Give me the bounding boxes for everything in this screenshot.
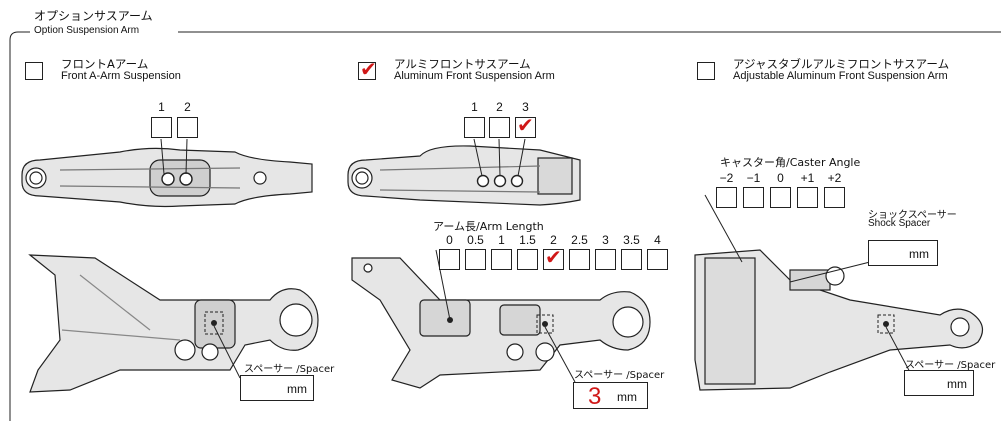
caster-box-p2[interactable] [824,187,845,208]
arm-length-box-0[interactable] [439,249,460,270]
caster-box-0[interactable] [770,187,791,208]
arm-length-value-0: 0 [446,233,453,247]
arm1-spacer-leader [213,325,241,379]
arm-length-value-4: 4 [654,233,661,247]
arm2-leader-2 [498,138,501,177]
option-adjustable-arm-checkbox[interactable] [697,62,715,80]
option-adjustable-arm-en: Adjustable Aluminum Front Suspension Arm [733,70,948,82]
option-front-a-arm-jp: フロントAアーム [61,57,149,71]
option-aluminum-arm-check-icon: ✔ [360,57,377,81]
arm2-hole-3 [510,174,524,188]
arm2-hole-1 [476,174,490,188]
shock-spacer-input-box[interactable]: mm [868,240,938,266]
section-title-jp: オプションサスアーム [34,9,153,23]
spacer-2-label: スペーサー /Spacer [574,370,665,381]
arm2-length-leader [435,249,451,321]
spacer-1-input-box[interactable]: mm [240,375,314,401]
spacer-3-label: スペーサー /Spacer [905,360,996,371]
caster-value-p1: +1 [800,171,815,185]
option-aluminum-arm-checkbox[interactable]: ✔ [358,57,377,81]
arm-length-box-2[interactable]: ✔ [543,245,564,270]
arm1-hole-1 [161,172,175,186]
arm2-hole-2 [493,174,507,188]
arm-length-value-0.5: 0.5 [467,233,484,247]
arm-length-value-2: 2 [550,233,557,247]
arm1-leader-2 [185,138,188,175]
arm-length-box-4[interactable] [647,249,668,270]
spacer-1-unit: mm [287,382,307,396]
arm-length-box-3[interactable] [595,249,616,270]
arm2-spacer-marker [536,314,554,334]
arm-length-value-1: 1 [498,233,505,247]
arm1-hole-label-2: 2 [184,100,191,114]
arm1-hole-box-2[interactable] [177,117,198,138]
frame-left-line [9,31,30,421]
arm2-hole-box-2[interactable] [489,117,510,138]
caster-angle-label: キャスター角/Caster Angle [720,156,861,169]
arm2-hole-3-check-icon: ✔ [517,113,534,137]
arm-length-box-1[interactable] [491,249,512,270]
arm-length-value-3: 3 [602,233,609,247]
spacer-3-input-box[interactable]: mm [904,370,974,396]
arm1-leader-1 [160,138,165,175]
arm2-hole-box-1[interactable] [464,117,485,138]
option-aluminum-arm-jp: アルミフロントサスアーム [394,57,531,71]
arm-length-2-check-icon: ✔ [545,245,562,269]
caster-value-m2: −2 [719,171,734,185]
arm2-hole-label-2: 2 [496,100,503,114]
shock-spacer-label-en: Shock Spacer [868,218,931,229]
option-aluminum-arm-en: Aluminum Front Suspension Arm [394,70,555,82]
arm1-spacer-dot [211,320,217,326]
option-front-a-arm-en: Front A-Arm Suspension [61,70,181,82]
arm-length-value-1.5: 1.5 [519,233,536,247]
adjustable-arm-view [694,249,984,391]
caster-box-m1[interactable] [743,187,764,208]
caster-value-m1: −1 [746,171,761,185]
arm-length-box-3.5[interactable] [621,249,642,270]
arm2-hole-box-3[interactable]: ✔ [515,113,536,138]
arm2-hole-label-3: 3 [522,100,529,114]
spacer-1-label: スペーサー /Spacer [244,364,335,375]
caster-leader [704,194,743,263]
arm3-spacer-dot [883,321,889,327]
arm2-leader-1 [473,138,483,177]
shock-spacer-leader [789,261,871,283]
arm-length-value-2.5: 2.5 [571,233,588,247]
arm2-leader-3 [517,138,526,177]
arm2-spacer-leader [544,326,576,383]
arm2-spacer-dot [542,321,548,327]
arm-length-label: アーム長/Arm Length [433,220,544,233]
option-front-a-arm-checkbox[interactable] [25,62,43,80]
section-title-en: Option Suspension Arm [34,25,140,36]
spacer-2-value: 3 [588,383,602,410]
shock-spacer-label-jp: ショックスペーサー [868,210,957,221]
arm1-hole-box-1[interactable] [151,117,172,138]
caster-box-p1[interactable] [797,187,818,208]
arm1-hole-2 [179,172,193,186]
shock-spacer-unit: mm [909,247,929,261]
option-adjustable-arm-jp: アジャスタブルアルミフロントサスアーム [733,57,950,71]
spacer-3-unit: mm [947,377,967,391]
spacer-2-input-box[interactable]: 3 mm [573,382,648,410]
aluminum-arm-top-view [347,145,581,206]
arm3-spacer-marker [877,314,895,334]
caster-value-p2: +2 [827,171,842,185]
arm-length-box-0.5[interactable] [465,249,486,270]
arm-length-value-3.5: 3.5 [623,233,640,247]
caster-box-m2[interactable] [716,187,737,208]
arm3-spacer-leader [885,326,913,377]
aluminum-arm-bottom-view [351,257,651,389]
arm2-hole-label-1: 1 [471,100,478,114]
caster-value-0: 0 [777,171,784,185]
arm-length-box-2.5[interactable] [569,249,590,270]
arm1-hole-label-1: 1 [158,100,165,114]
arm-length-box-1.5[interactable] [517,249,538,270]
spacer-2-unit: mm [617,390,637,404]
